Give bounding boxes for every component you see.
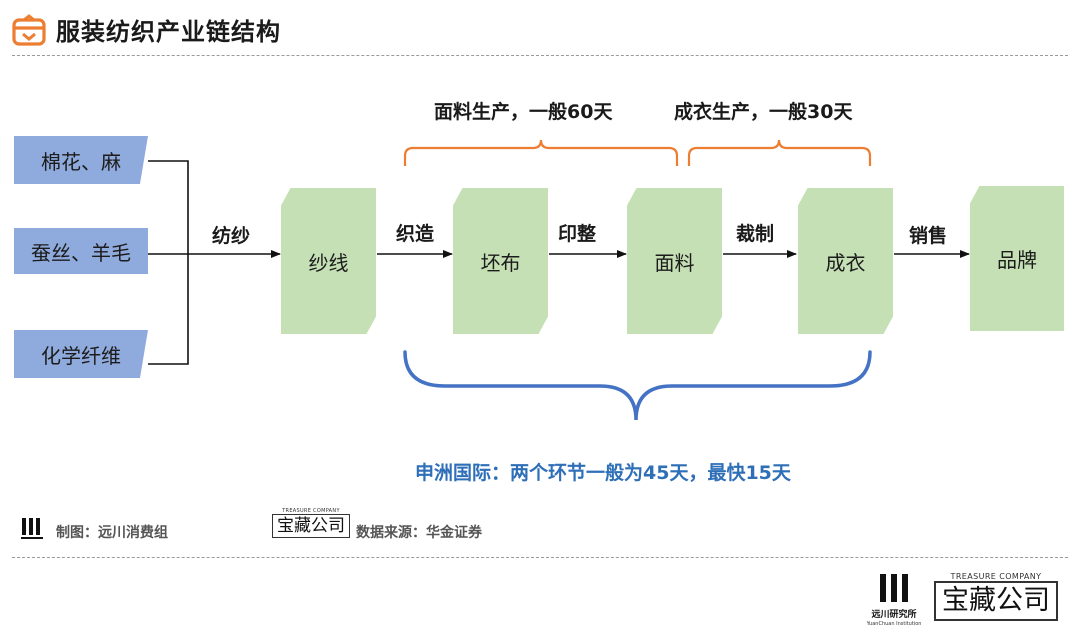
yuanchuan-sub: YuanChuan Institution: [866, 621, 922, 627]
data-source-credit: 数据来源：华金证券: [356, 525, 482, 541]
treasure-company-tag: TREASURE COMPANY: [282, 508, 340, 514]
fabric-bracket: [403, 139, 679, 166]
yuanchuan-bars-icon: [880, 574, 908, 602]
stage-garment: 成衣: [798, 188, 893, 334]
process-sales: 销售: [909, 225, 948, 247]
shenzhou-brace: [403, 350, 872, 421]
treasure-company-logo: TREASURE COMPANY 宝藏公司: [272, 508, 350, 538]
fabric-production-label: 面料生产，一般60天: [434, 101, 613, 123]
process-printing-finishing: 印整: [558, 223, 597, 245]
process-weaving: 织造: [396, 223, 435, 245]
stage-yarn: 纱线: [281, 188, 376, 334]
page-title: 服装纺织产业链结构: [56, 18, 281, 46]
treasure-company-name: 宝藏公司: [272, 514, 350, 538]
treasure-company-tag-large: TREASURE COMPANY: [950, 572, 1042, 581]
stage-fabric: 面料: [627, 188, 722, 334]
yuanchuan-logo-icon: [20, 516, 44, 542]
source-chemical-fiber: 化学纤维: [14, 330, 148, 378]
stage-greige-cloth: 坯布: [453, 188, 548, 334]
treasure-company-name-large: 宝藏公司: [934, 581, 1058, 621]
garment-production-label: 成衣生产，一般30天: [674, 101, 853, 123]
footer-divider: [12, 557, 1068, 558]
title-logo-icon: [12, 14, 46, 48]
yuanchuan-institution-logo: 远川研究所 YuanChuan Institution: [864, 572, 924, 630]
stage-brand: 品牌: [970, 186, 1064, 331]
source-cotton-hemp: 棉花、麻: [14, 136, 148, 184]
source-merge-line: [148, 160, 189, 365]
garment-bracket: [687, 139, 872, 166]
made-by-credit: 制图：远川消费组: [56, 525, 168, 541]
header-divider: [12, 55, 1068, 56]
yuanchuan-name: 远川研究所: [871, 610, 917, 620]
treasure-company-logo-large: TREASURE COMPANY 宝藏公司: [934, 572, 1058, 621]
shenzhou-note: 申洲国际：两个环节一般为45天，最快15天: [415, 462, 791, 484]
process-cutting: 裁制: [736, 223, 775, 245]
source-silk-wool: 蚕丝、羊毛: [14, 228, 148, 274]
process-spinning: 纺纱: [212, 225, 251, 247]
